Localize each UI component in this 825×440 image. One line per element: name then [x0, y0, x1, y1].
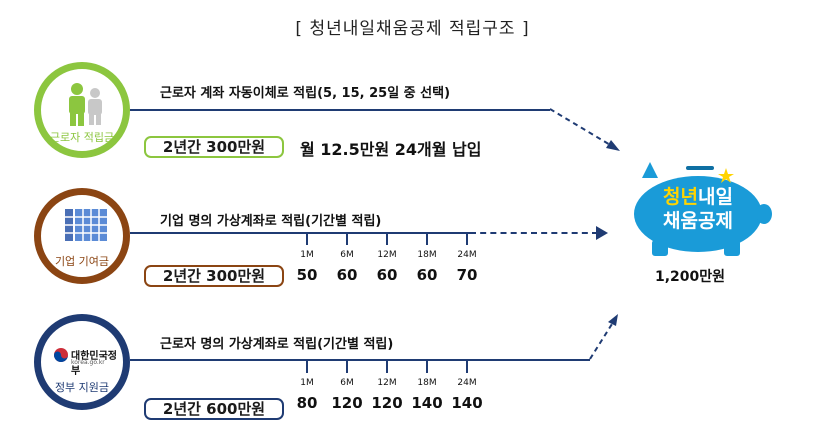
government-tick [426, 361, 428, 373]
worker-arrowhead-icon [606, 140, 620, 151]
worker-monthly-detail: 월 12.5만원 24개월 납입 [300, 140, 482, 159]
government-circle-label: 정부 지원금 [54, 381, 110, 394]
company-circle-label: 기업 기여금 [54, 255, 110, 268]
government-tick-label: 12M [377, 378, 397, 388]
diagram-title: [ 청년내일채움공제 적립구조 ] [295, 19, 530, 39]
government-tick-value: 120 [331, 394, 363, 412]
taegeuk-icon [54, 348, 68, 362]
company-tick [386, 233, 388, 245]
government-tick-label: 1M [300, 378, 314, 388]
company-dashed-arrow [470, 232, 598, 234]
government-circle: 대한민국정부 korea.go.kr 정부 지원금 [34, 314, 130, 410]
total-amount: 1,200만원 [655, 269, 726, 285]
government-tick [306, 361, 308, 373]
piggy-bank-line2: 채움공제 [663, 210, 733, 232]
worker-dashed-arrow [549, 108, 613, 147]
company-tick [346, 233, 348, 245]
company-tick-label: 6M [340, 250, 354, 260]
government-line [130, 359, 590, 361]
company-tick-value: 60 [376, 266, 398, 284]
company-tick-value: 60 [336, 266, 358, 284]
worker-line [130, 109, 550, 111]
company-description: 기업 명의 가상계좌로 적립(기간별 적립) [160, 214, 382, 229]
worker-description: 근로자 계좌 자동이체로 적립(5, 15, 25일 중 선택) [160, 86, 451, 101]
company-circle: 기업 기여금 [34, 188, 130, 284]
dashed-arrows [549, 108, 620, 360]
worker-circle: 근로자 적립금 [34, 62, 130, 158]
company-tick-value: 60 [416, 266, 438, 284]
government-tick-value: 140 [411, 394, 443, 412]
piggy-bank-line1: 청년내일 [663, 186, 733, 208]
government-amount-pill: 2년간 600만원 [144, 398, 284, 420]
company-line [130, 232, 470, 234]
government-tick-label: 18M [417, 378, 437, 388]
government-tick [346, 361, 348, 373]
government-tick [386, 361, 388, 373]
company-tick-label: 24M [457, 250, 477, 260]
people-icon [69, 83, 102, 126]
worker-circle-label: 근로자 적립금 [49, 131, 115, 144]
government-tick-value: 120 [371, 394, 403, 412]
company-tick [306, 233, 308, 245]
company-tick-value: 70 [456, 266, 478, 284]
government-arrowhead-icon [608, 314, 618, 326]
government-tick-value: 140 [451, 394, 483, 412]
company-tick [466, 233, 468, 245]
government-tick-value: 80 [296, 394, 318, 412]
government-description: 근로자 명의 가상계좌로 적립(기간별 적립) [160, 337, 394, 352]
government-logo-subtext: korea.go.kr [71, 359, 105, 366]
company-arrowhead-icon [596, 226, 608, 240]
building-grid-icon [65, 209, 107, 241]
company-tick-label: 1M [300, 250, 314, 260]
company-amount-pill: 2년간 300만원 [144, 265, 284, 287]
company-tick-value: 50 [296, 266, 318, 284]
government-tick [466, 361, 468, 373]
company-tick-label: 18M [417, 250, 437, 260]
government-dashed-arrow [589, 323, 613, 360]
company-tick [426, 233, 428, 245]
company-tick-label: 12M [377, 250, 397, 260]
piggy-bank-icon [634, 162, 772, 256]
government-tick-label: 6M [340, 378, 354, 388]
government-tick-label: 24M [457, 378, 477, 388]
government-logo-text: 대한민국정부 [71, 351, 117, 377]
worker-amount-pill: 2년간 300만원 [144, 136, 284, 158]
